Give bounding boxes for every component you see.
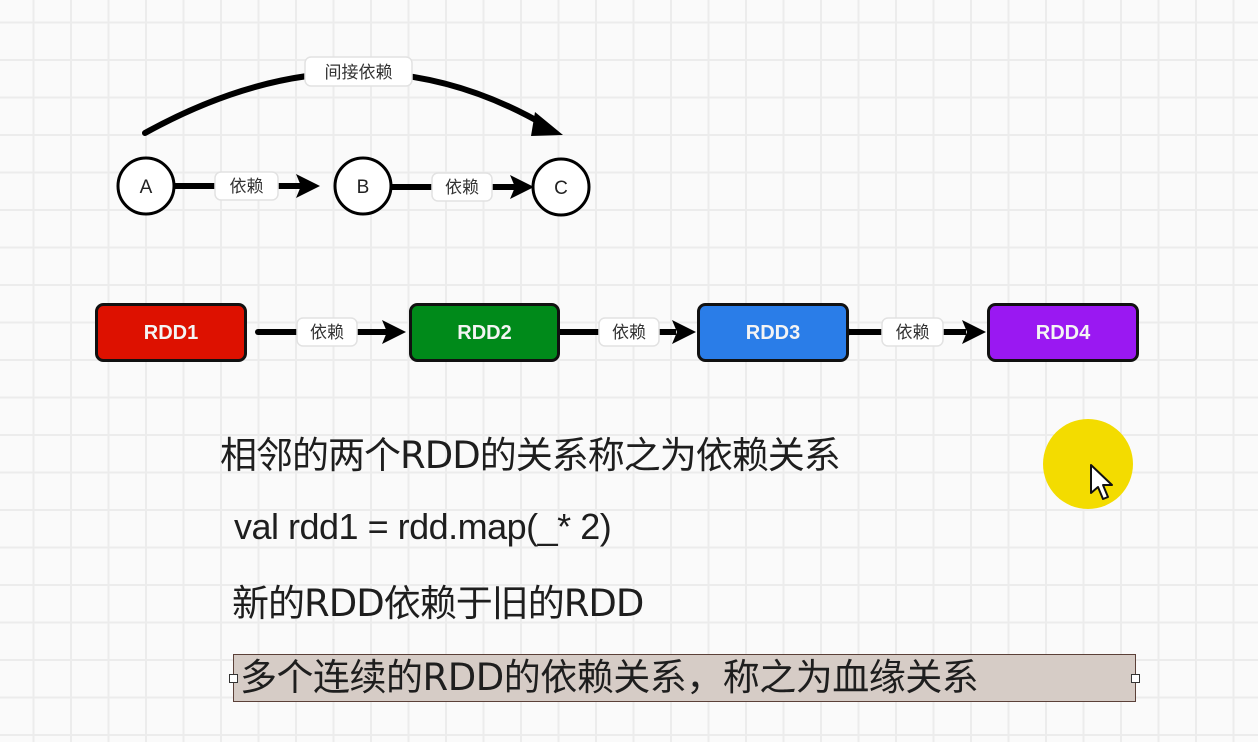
rdd-node-2[interactable]: RDD2 bbox=[409, 303, 560, 362]
arrowhead-icon bbox=[531, 112, 563, 136]
edge-label-box bbox=[881, 317, 944, 347]
node-b[interactable]: B bbox=[333, 156, 393, 216]
node-c[interactable]: C bbox=[531, 157, 591, 217]
dependency-explanation-text[interactable]: 新的RDD依赖于旧的RDD bbox=[232, 582, 644, 625]
rdd-node-1[interactable]: RDD1 bbox=[95, 303, 247, 362]
rdd-node-4[interactable]: RDD4 bbox=[987, 303, 1139, 362]
resize-handle-left[interactable] bbox=[229, 674, 238, 683]
rdd-label: RDD1 bbox=[144, 322, 198, 344]
node-label: A bbox=[140, 177, 153, 198]
edge-rdd1-rdd2[interactable]: 依赖 bbox=[255, 317, 406, 347]
mouse-pointer-icon bbox=[1090, 464, 1113, 500]
node-label: C bbox=[554, 178, 568, 199]
arrowhead-icon bbox=[382, 320, 406, 344]
edge-label: 依赖 bbox=[445, 178, 479, 198]
edge-label: 依赖 bbox=[230, 177, 264, 197]
edge-label-box bbox=[296, 317, 358, 347]
edge-label-box bbox=[304, 56, 413, 87]
edge-label: 依赖 bbox=[612, 323, 646, 343]
edge-label: 依赖 bbox=[896, 323, 930, 343]
edge-label: 间接依赖 bbox=[325, 63, 393, 83]
cursor-highlight bbox=[1043, 419, 1133, 509]
node-a[interactable]: A bbox=[116, 156, 176, 216]
edge-rdd3-rdd4[interactable]: 依赖 bbox=[843, 317, 986, 347]
rdd-node-3[interactable]: RDD3 bbox=[697, 303, 849, 362]
edge-label-box bbox=[598, 317, 660, 347]
rdd-label: RDD3 bbox=[746, 322, 800, 344]
rdd-label: RDD2 bbox=[457, 322, 511, 344]
edge-a-b[interactable]: 依赖 bbox=[174, 171, 320, 201]
edge-b-c[interactable]: 依赖 bbox=[391, 172, 534, 202]
lineage-text: 多个连续的RDD的依赖关系，称之为血缘关系 bbox=[240, 656, 979, 699]
edge-label-box bbox=[431, 172, 493, 202]
edge-rdd2-rdd3[interactable]: 依赖 bbox=[560, 317, 696, 347]
edge-label: 依赖 bbox=[310, 323, 344, 343]
edge-label-box bbox=[214, 171, 279, 201]
lineage-definition-text-selected[interactable]: 多个连续的RDD的依赖关系，称之为血缘关系 bbox=[229, 654, 1140, 702]
resize-handle-right[interactable] bbox=[1131, 674, 1140, 683]
arrowhead-icon bbox=[672, 320, 696, 344]
arrowhead-icon bbox=[510, 175, 534, 199]
node-label: B bbox=[357, 177, 370, 198]
edge-indirect-a-c[interactable]: 间接依赖 bbox=[142, 56, 563, 136]
rdd-label: RDD4 bbox=[1036, 322, 1091, 344]
arrowhead-icon bbox=[962, 320, 986, 344]
arrowhead-icon bbox=[296, 174, 320, 198]
code-example-text[interactable]: val rdd1 = rdd.map(_* 2) bbox=[234, 506, 612, 547]
dependency-definition-text[interactable]: 相邻的两个RDD的关系称之为依赖关系 bbox=[220, 434, 841, 477]
